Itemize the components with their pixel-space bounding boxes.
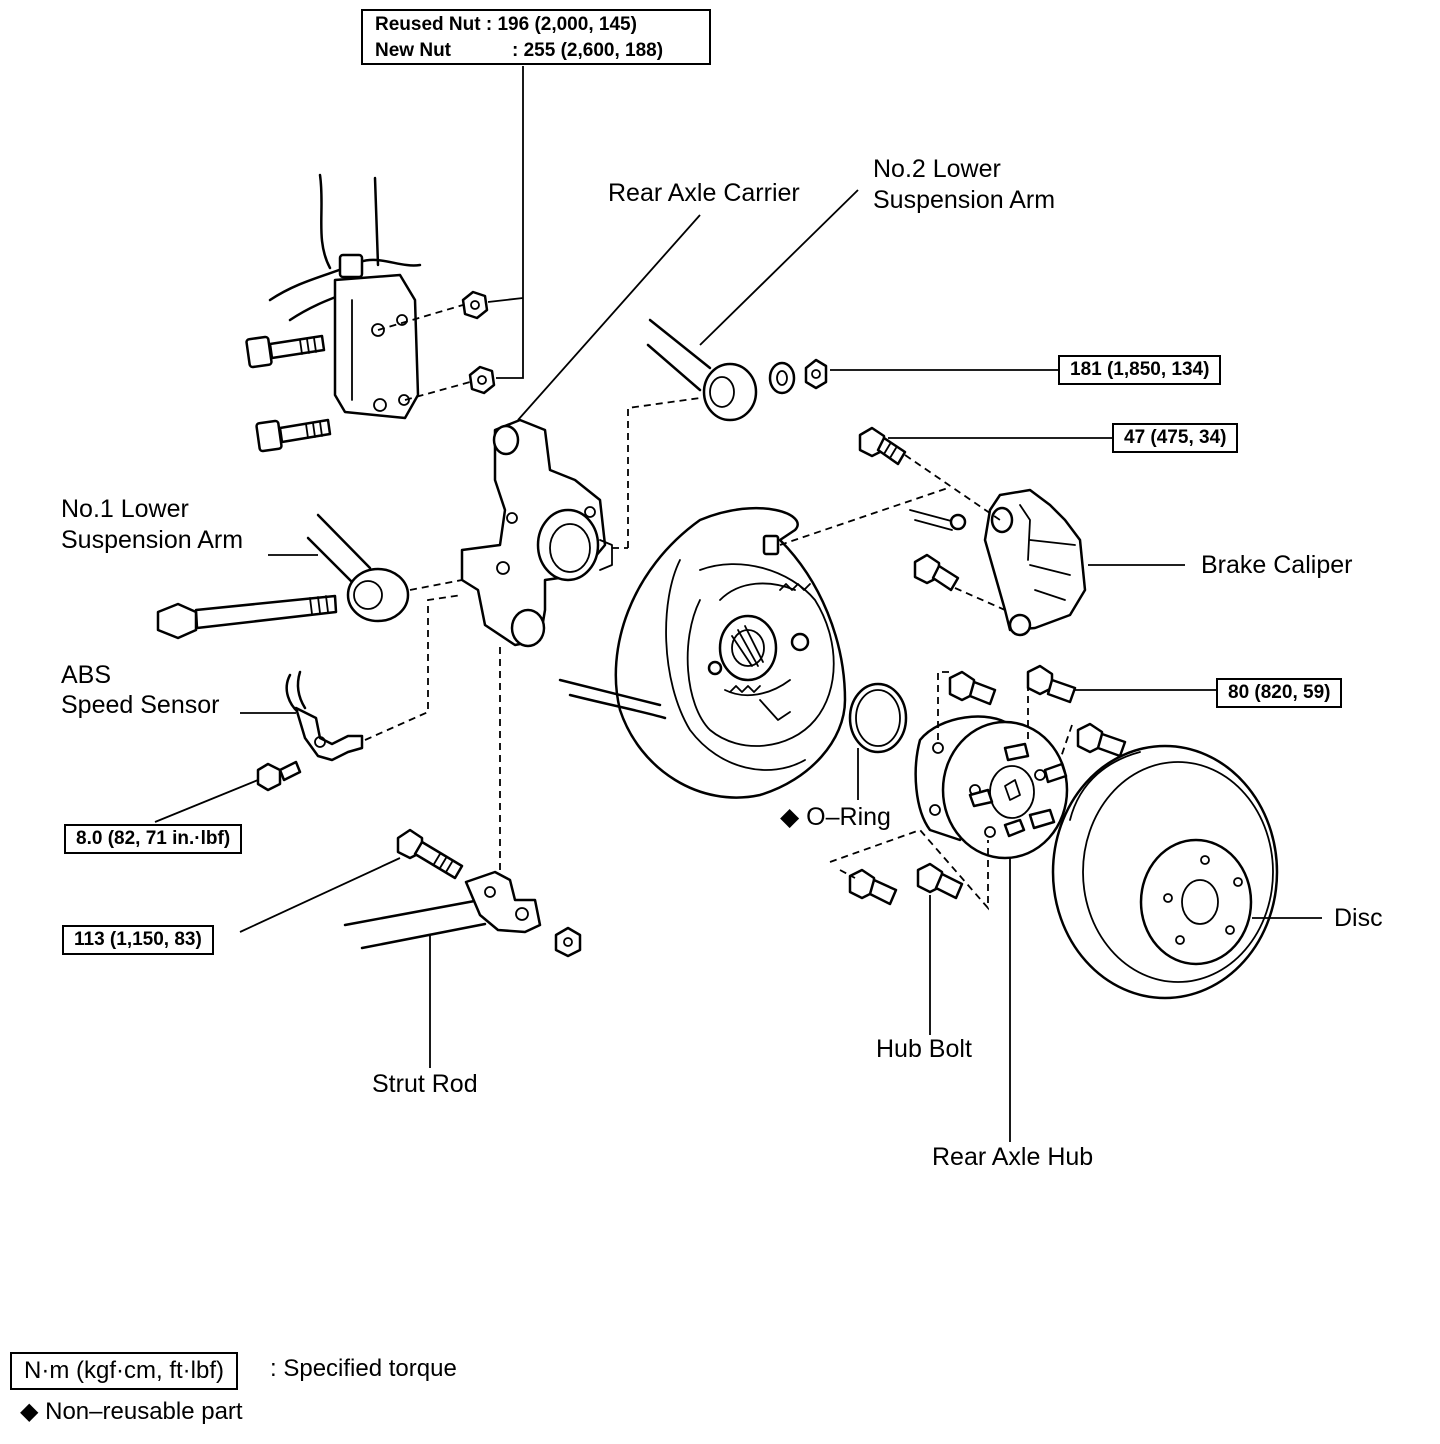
- caliper-bolt-lower: [913, 553, 960, 592]
- rear-axle-carrier: [460, 418, 613, 648]
- new-nut-label: New Nut: [375, 40, 451, 61]
- no2-arm-washer: [768, 361, 796, 395]
- o-ring: [848, 682, 908, 754]
- legend-nonreusable: ◆ Non–reusable part: [20, 1398, 243, 1425]
- label-brake-caliper: Brake Caliper: [1201, 551, 1353, 579]
- reused-nut-value: : 196 (2,000, 145): [485, 14, 637, 35]
- abs-speed-sensor: [285, 670, 364, 762]
- abs-sensor-torque-box: 8.0 (82, 71 in.·lbf): [64, 824, 243, 854]
- no2-lower-arm: [646, 318, 758, 422]
- strut-rod-torque-box: 113 (1,150, 83): [62, 925, 214, 955]
- carrier-nut-torque-box: Reused Nut : 196 (2,000, 145) New Nut : 2…: [361, 9, 711, 65]
- hub-mount-bolt-5: [916, 862, 964, 900]
- hub-bolt-torque-box: 80 (820, 59): [1216, 678, 1343, 708]
- brake-disc: [1051, 744, 1279, 1000]
- hub-mount-bolt-2: [1026, 664, 1077, 704]
- legend-torque-unit: N·m (kgf·cm, ft·lbf): [10, 1352, 238, 1390]
- label-no2-lower-arm-line2: Suspension Arm: [873, 186, 1056, 214]
- hub-mount-bolt-3: [1076, 722, 1127, 758]
- label-o-ring: ◆ O–Ring: [780, 803, 891, 831]
- abs-sensor-bolt: [256, 760, 302, 792]
- label-no1-lower-arm-line1: No.1 Lower: [61, 495, 189, 523]
- strut-rod-bolt: [396, 828, 464, 880]
- label-rear-axle-hub: Rear Axle Hub: [932, 1143, 1094, 1171]
- brake-caliper: [909, 488, 1087, 637]
- no2-arm-nut: [804, 358, 828, 390]
- new-nut-value: : 255 (2,600, 188): [512, 40, 664, 61]
- no1-arm-bolt: [156, 594, 338, 640]
- caliper-bolt-upper: [858, 426, 907, 466]
- no1-lower-arm: [306, 513, 410, 623]
- strut-rod: [343, 870, 542, 950]
- label-abs-line2: Speed Sensor: [61, 691, 220, 719]
- label-strut-rod: Strut Rod: [372, 1070, 478, 1098]
- upper-bolt-1: [245, 334, 326, 369]
- label-rear-axle-carrier: Rear Axle Carrier: [608, 179, 800, 207]
- label-abs-line1: ABS: [61, 661, 112, 689]
- hub-mount-bolt-1: [948, 670, 997, 706]
- strut-lower-bracket: [268, 173, 422, 420]
- label-disc: Disc: [1334, 904, 1383, 932]
- legend-torque-desc: : Specified torque: [270, 1355, 457, 1382]
- backing-plate: [614, 506, 847, 799]
- no2-arm-torque-box: 181 (1,850, 134): [1058, 355, 1222, 385]
- label-hub-bolt: Hub Bolt: [876, 1035, 972, 1063]
- label-no2-lower-arm-line1: No.2 Lower: [873, 155, 1001, 183]
- reused-nut-label: Reused Nut: [375, 14, 481, 35]
- strut-rod-nut: [554, 926, 582, 958]
- hub-bolts: [968, 742, 1068, 838]
- hub-mount-bolt-4: [848, 868, 898, 906]
- caliper-torque-box: 47 (475, 34): [1112, 423, 1239, 453]
- upper-nut-1: [461, 290, 489, 320]
- upper-bolt-2: [255, 418, 332, 453]
- label-no1-lower-arm-line2: Suspension Arm: [61, 526, 244, 554]
- upper-nut-2: [468, 365, 496, 395]
